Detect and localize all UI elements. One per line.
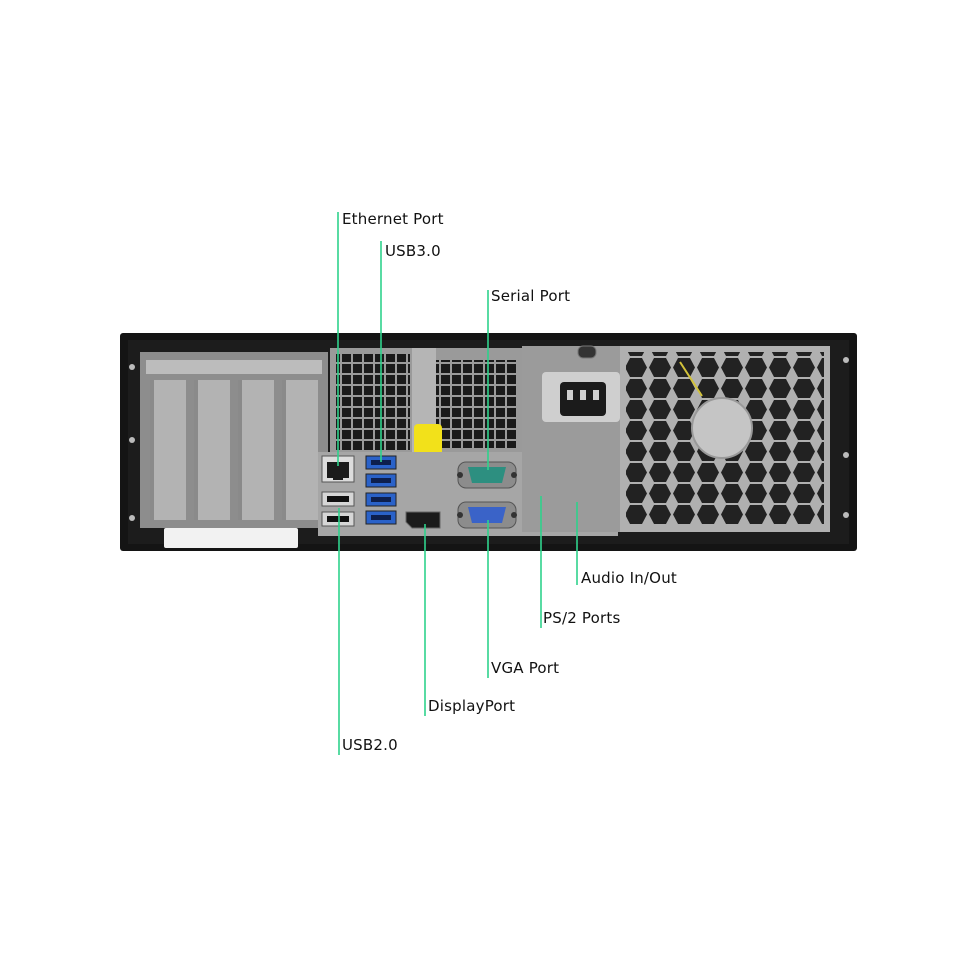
screw-icon (129, 364, 135, 370)
label-sticker (164, 528, 298, 548)
vent-grille (336, 354, 410, 450)
serial-port-label: Serial Port (491, 287, 571, 305)
usb2-ports (321, 491, 355, 527)
screw-icon (129, 437, 135, 443)
usb3-label: USB3.0 (385, 242, 441, 260)
screw-icon (843, 452, 849, 458)
callout-lines (337, 212, 578, 755)
screw-icon (843, 512, 849, 518)
displayport-label: DisplayPort (428, 697, 516, 715)
displayport-port (405, 511, 441, 529)
expansion-slots (140, 352, 328, 548)
ethernet-port (321, 455, 355, 483)
serial-port (457, 461, 517, 489)
vga-port-label: VGA Port (491, 659, 560, 677)
ethernet-port-label: Ethernet Port (342, 210, 444, 228)
ps2-ports-label: PS/2 Ports (543, 609, 621, 627)
screw-icon (843, 357, 849, 363)
screw-icon (129, 515, 135, 521)
vga-port (457, 501, 517, 529)
vent-grille (436, 360, 518, 448)
usb3-ports (365, 455, 397, 525)
power-supply (522, 345, 830, 532)
usb2-label: USB2.0 (342, 736, 398, 754)
audio-in-out-label: Audio In/Out (581, 569, 677, 587)
